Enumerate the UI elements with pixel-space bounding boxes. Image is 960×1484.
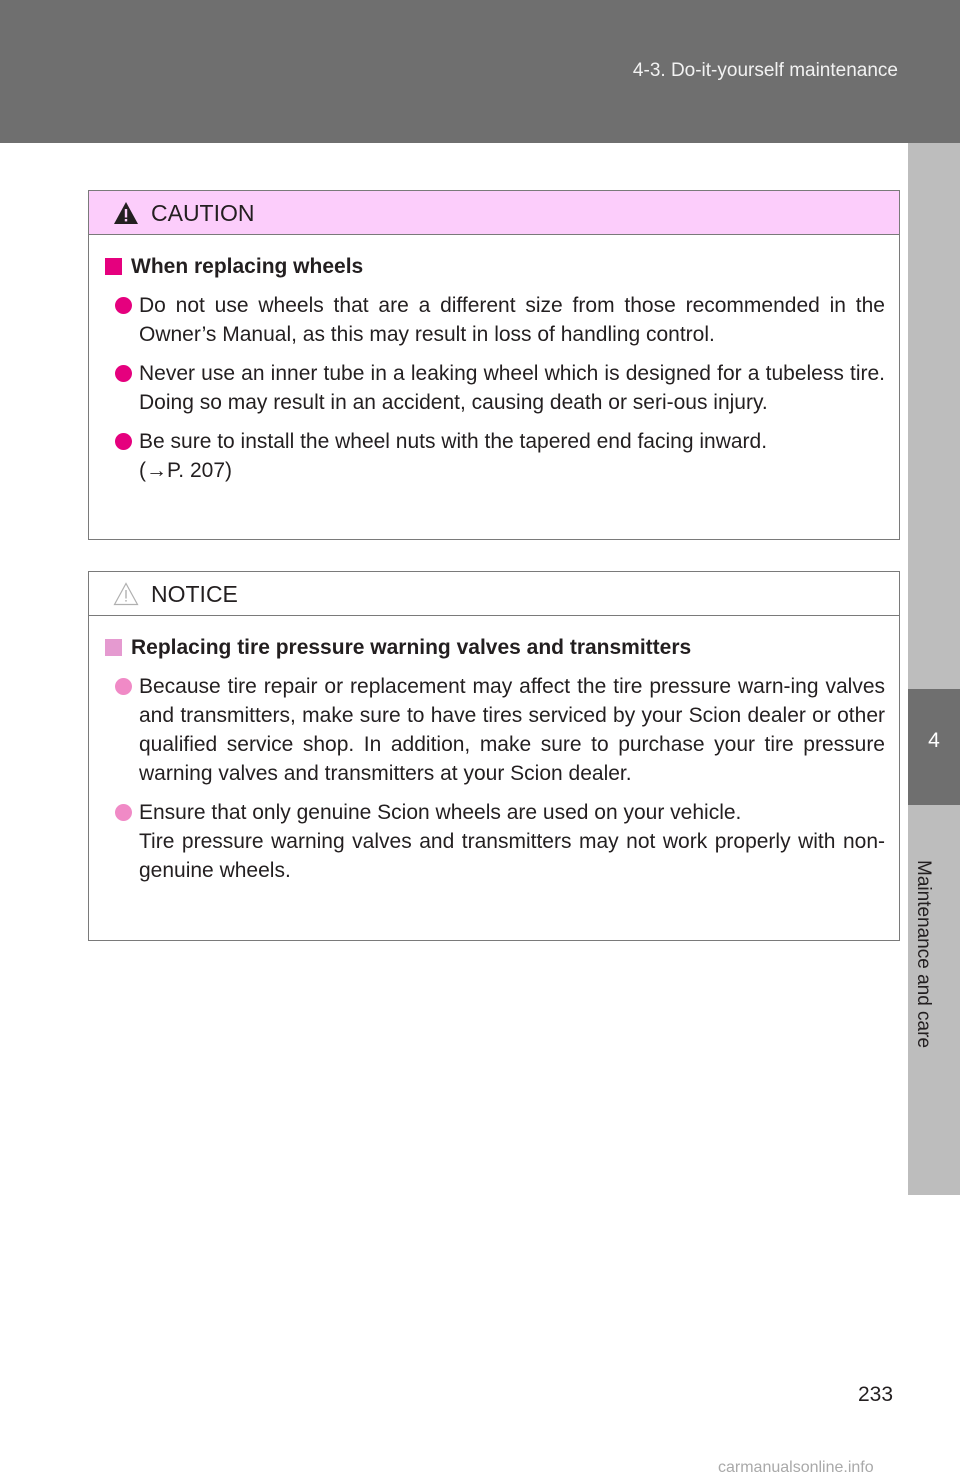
watermark: carmanualsonline.info [718,1459,874,1476]
notice-item-text: Ensure that only genuine Scion wheels ar… [139,801,742,824]
side-tab-upper [908,143,960,689]
square-bullet-icon [105,258,122,275]
notice-item-text: Tire pressure warning valves and transmi… [139,830,885,882]
notice-title: NOTICE [151,581,238,607]
caution-subheading-text: When replacing wheels [131,255,364,278]
caution-title: CAUTION [151,200,255,226]
caution-item-text: Never use an inner tube in a leaking whe… [139,362,885,414]
caution-header: CAUTION [89,191,899,235]
chapter-label: Maintenance and care [913,860,934,1049]
page-reference: (→P. 207) [139,459,232,482]
page-number: 233 [858,1383,894,1406]
caution-item-text: Be sure to install the wheel nuts with t… [139,430,768,453]
round-bullet-icon [115,804,132,821]
caution-subheading: When replacing wheels [103,253,885,281]
warning-triangle-icon [114,202,138,224]
caution-item: Never use an inner tube in a leaking whe… [103,359,885,417]
notice-item-text: Because tire repair or replacement may a… [139,675,885,785]
section-title: 4-3. Do-it-yourself maintenance [632,60,898,81]
notice-item: Because tire repair or replacement may a… [103,672,885,788]
notice-subheading: Replacing tire pressure warning valves a… [103,634,885,662]
round-bullet-icon [115,297,132,314]
notice-header: NOTICE [89,572,899,616]
caution-item: Do not use wheels that are a different s… [103,291,885,349]
notice-subheading-text: Replacing tire pressure warning valves a… [131,636,692,659]
chapter-label-tab [908,805,960,1195]
square-bullet-icon [105,639,122,656]
notice-item: Ensure that only genuine Scion wheels ar… [103,798,885,885]
caution-item-text: Do not use wheels that are a different s… [139,294,885,346]
caution-box: CAUTION When replacing wheels Do not use… [88,190,900,540]
notice-box: NOTICE Replacing tire pressure warning v… [88,571,900,941]
round-bullet-icon [115,433,132,450]
round-bullet-icon [115,365,132,382]
notice-triangle-icon [113,582,139,606]
round-bullet-icon [115,678,132,695]
header-band [0,0,960,143]
chapter-number-tab: 4 [908,689,960,805]
caution-item: Be sure to install the wheel nuts with t… [103,427,885,485]
